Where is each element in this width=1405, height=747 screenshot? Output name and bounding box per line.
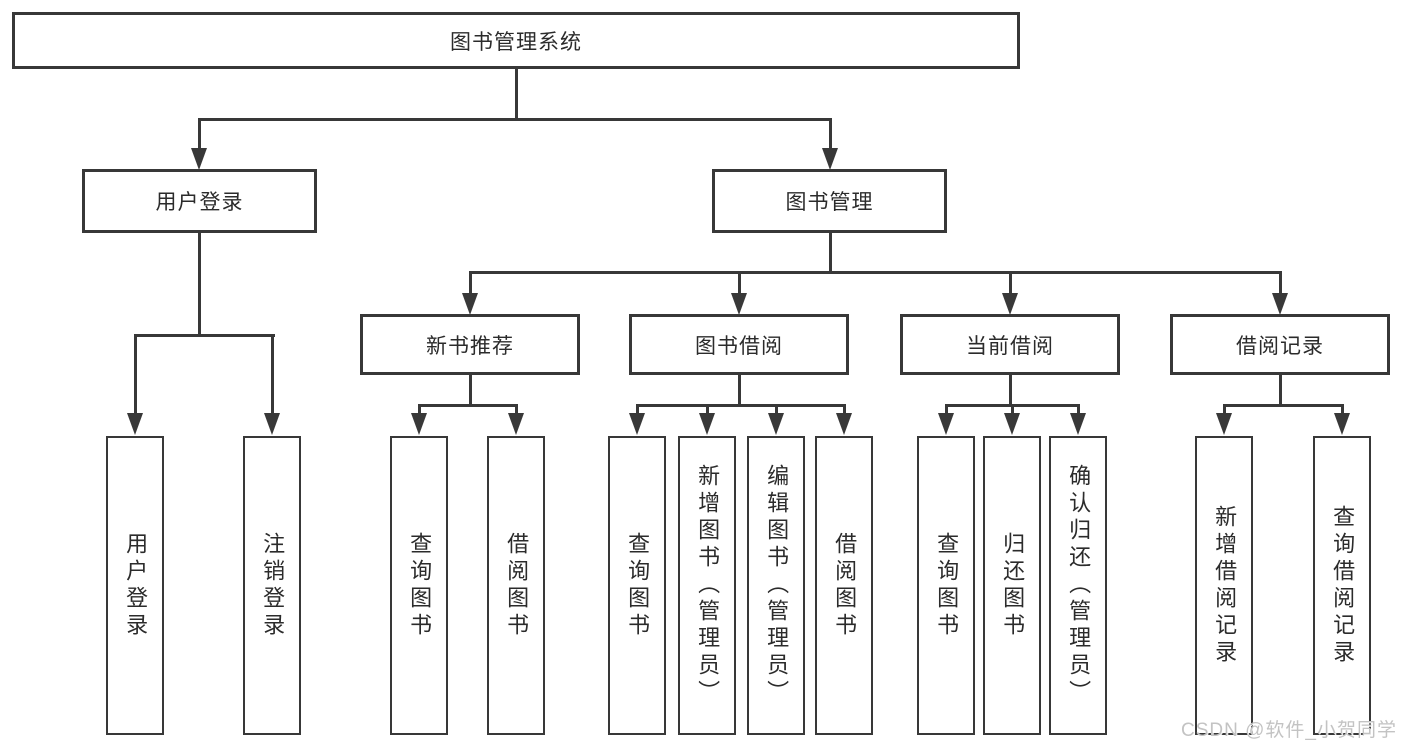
leaf-query-books-borrow-label: 查询图书: [625, 531, 651, 640]
connector-line: [1008, 272, 1012, 295]
leaf-query-books-borrow: 查询图书: [608, 436, 666, 735]
leaf-add-book-admin-label: 新增图书（管理员）: [695, 464, 721, 707]
connector-line: [1278, 375, 1282, 406]
node-book-management: 图书管理: [712, 169, 947, 233]
leaf-query-books-newrec-label: 查询图书: [407, 531, 433, 640]
connector-line: [737, 375, 741, 406]
connector-line: [635, 403, 846, 407]
connector-line: [514, 405, 518, 415]
leaf-edit-book-admin-label: 编辑图书（管理员）: [764, 464, 790, 707]
connector-line: [198, 117, 832, 121]
arrow-down-icon: [411, 413, 427, 435]
node-root: 图书管理系统: [12, 12, 1020, 69]
connector-line: [1340, 405, 1344, 415]
arrow-down-icon: [731, 293, 747, 315]
connector-line: [1222, 405, 1226, 415]
arrow-down-icon: [1002, 293, 1018, 315]
leaf-return-books-label: 归还图书: [1000, 531, 1026, 640]
arrow-down-icon: [191, 148, 207, 170]
arrow-down-icon: [1070, 413, 1086, 435]
leaf-logout: 注销登录: [243, 436, 301, 735]
arrow-down-icon: [1004, 413, 1020, 435]
leaf-confirm-return-admin-label: 确认归还（管理员）: [1066, 464, 1092, 707]
leaf-borrow-books-newrec: 借阅图书: [487, 436, 545, 735]
leaf-add-book-admin: 新增图书（管理员）: [678, 436, 736, 735]
connector-line: [944, 405, 948, 415]
connector-line: [828, 119, 832, 150]
node-user-login: 用户登录: [82, 169, 317, 233]
connector-line: [1010, 405, 1014, 415]
arrow-down-icon: [836, 413, 852, 435]
leaf-logout-label: 注销登录: [260, 531, 286, 640]
connector-line: [1222, 403, 1344, 407]
arrow-down-icon: [508, 413, 524, 435]
leaf-edit-book-admin: 编辑图书（管理员）: [747, 436, 805, 735]
node-book-management-label: 图书管理: [785, 191, 874, 214]
node-current-borrowing-label: 当前借阅: [966, 334, 1054, 358]
leaf-confirm-return-admin: 确认归还（管理员）: [1049, 436, 1107, 735]
node-current-borrowing: 当前借阅: [900, 314, 1120, 375]
arrow-down-icon: [629, 413, 645, 435]
leaf-query-books-current: 查询图书: [917, 436, 975, 735]
node-new-book-recommend-label: 新书推荐: [426, 334, 514, 358]
leaf-user-login: 用户登录: [106, 436, 164, 735]
leaf-query-borrow-record-label: 查询借阅记录: [1330, 504, 1356, 667]
leaf-query-books-current-label: 查询图书: [934, 531, 960, 640]
node-root-label: 图书管理系统: [450, 30, 582, 54]
connector-line: [1008, 375, 1012, 406]
leaf-add-borrow-record-label: 新增借阅记录: [1212, 504, 1238, 667]
connector-line: [468, 272, 472, 295]
connector-line: [133, 335, 137, 415]
node-book-borrowing-label: 图书借阅: [695, 334, 783, 358]
connector-line: [133, 333, 275, 337]
connector-line: [468, 375, 472, 406]
connector-line: [1076, 405, 1080, 415]
leaf-return-books: 归还图书: [983, 436, 1041, 735]
connector-line: [842, 405, 846, 415]
arrow-down-icon: [1272, 293, 1288, 315]
arrow-down-icon: [699, 413, 715, 435]
connector-line: [774, 405, 778, 415]
connector-line: [468, 270, 1282, 274]
node-user-login-label: 用户登录: [155, 191, 244, 214]
connector-line: [417, 405, 421, 415]
connector-line: [1278, 272, 1282, 295]
leaf-add-borrow-record: 新增借阅记录: [1195, 436, 1253, 735]
connector-line: [417, 403, 518, 407]
connector-line: [514, 69, 518, 120]
csdn-watermark: CSDN @软件_小贺同学: [1181, 720, 1397, 741]
connector-line: [737, 272, 741, 295]
node-new-book-recommend: 新书推荐: [360, 314, 580, 375]
arrow-down-icon: [264, 413, 280, 435]
connector-line: [197, 119, 201, 150]
node-borrowing-records-label: 借阅记录: [1236, 334, 1324, 358]
connector-line: [270, 335, 274, 415]
connector-line: [197, 233, 201, 336]
connector-line: [828, 233, 832, 273]
leaf-query-books-newrec: 查询图书: [390, 436, 448, 735]
node-borrowing-records: 借阅记录: [1170, 314, 1390, 375]
arrow-down-icon: [1216, 413, 1232, 435]
leaf-user-login-label: 用户登录: [123, 531, 149, 640]
leaf-borrow-books-borrow-label: 借阅图书: [832, 531, 858, 640]
arrow-down-icon: [938, 413, 954, 435]
node-book-borrowing: 图书借阅: [629, 314, 849, 375]
connector-line: [635, 405, 639, 415]
leaf-query-borrow-record: 查询借阅记录: [1313, 436, 1371, 735]
leaf-borrow-books-newrec-label: 借阅图书: [504, 531, 530, 640]
arrow-down-icon: [822, 148, 838, 170]
connector-line: [705, 405, 709, 415]
arrow-down-icon: [127, 413, 143, 435]
leaf-borrow-books-borrow: 借阅图书: [815, 436, 873, 735]
arrow-down-icon: [462, 293, 478, 315]
arrow-down-icon: [1334, 413, 1350, 435]
arrow-down-icon: [768, 413, 784, 435]
